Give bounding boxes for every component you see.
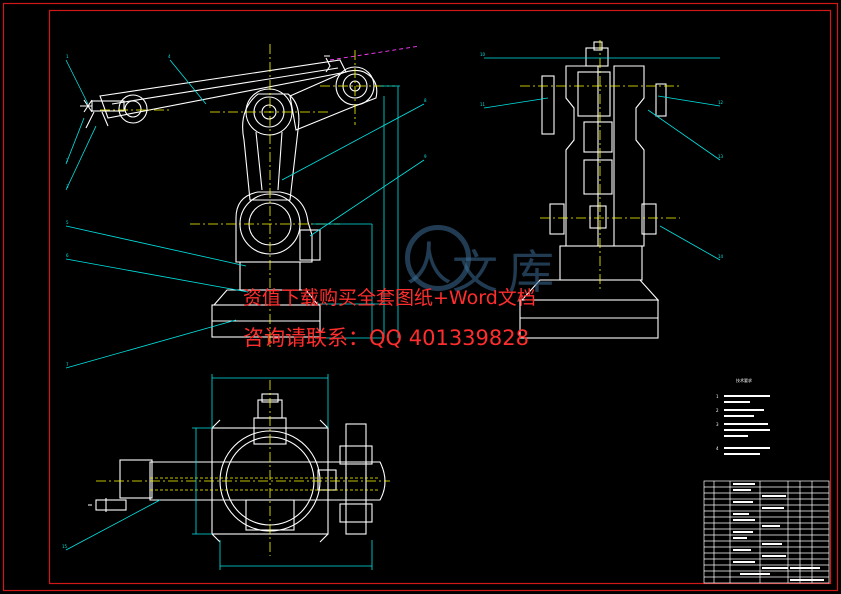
top-view-hidden xyxy=(150,477,380,491)
side-view-leader-tags: 10 11 12 13 14 xyxy=(480,52,724,259)
title-block-text xyxy=(733,483,824,581)
svg-text:技术要求: 技术要求 xyxy=(736,377,752,383)
watermark-logo-char-2: 文 xyxy=(452,245,498,299)
top-view-leader-tag: 15 xyxy=(62,544,68,549)
svg-text:10: 10 xyxy=(480,52,486,57)
svg-text:11: 11 xyxy=(480,102,486,107)
front-view xyxy=(80,55,378,338)
front-view-centerlines xyxy=(100,44,395,350)
side-view-leaders xyxy=(483,57,721,261)
top-view xyxy=(88,393,386,543)
inner-border xyxy=(48,9,832,585)
svg-text:1: 1 xyxy=(66,54,69,59)
technical-notes: 技术要求 1 2 3 4 xyxy=(716,377,770,455)
top-view-centerlines xyxy=(96,380,390,556)
svg-text:9: 9 xyxy=(424,154,427,159)
svg-text:5: 5 xyxy=(66,220,69,225)
svg-text:4: 4 xyxy=(168,54,171,59)
svg-text:2: 2 xyxy=(716,408,719,413)
title-block xyxy=(703,480,830,584)
svg-text:6: 6 xyxy=(66,253,69,258)
svg-text:14: 14 xyxy=(718,254,724,259)
top-view-dimensions xyxy=(65,374,373,570)
front-view-leaders xyxy=(65,59,425,369)
svg-text:8: 8 xyxy=(424,98,427,103)
svg-text:3: 3 xyxy=(66,184,69,189)
side-view xyxy=(519,41,667,339)
svg-text:12: 12 xyxy=(718,100,724,105)
watermark-line-1: 资值下载购买全套图纸+Word文档 xyxy=(243,287,536,309)
trajectory-line xyxy=(329,45,421,61)
svg-text:13: 13 xyxy=(718,154,724,159)
watermark-logo-ring xyxy=(405,225,471,291)
svg-text:4: 4 xyxy=(716,446,719,451)
front-view-leader-tags: 1 2 3 4 5 6 7 8 9 xyxy=(66,54,427,367)
svg-text:1: 1 xyxy=(716,394,719,399)
watermark-line-2: 咨询请联系：QQ 401339828 xyxy=(243,326,529,350)
svg-text:2: 2 xyxy=(66,158,69,163)
watermark-logo-char-1: 人 xyxy=(406,237,452,291)
front-view-dimensions xyxy=(312,85,400,340)
watermark-logo-char-3: 库 xyxy=(508,245,554,299)
side-view-centerlines xyxy=(520,40,680,290)
svg-text:7: 7 xyxy=(66,362,69,367)
svg-text:3: 3 xyxy=(716,422,719,427)
